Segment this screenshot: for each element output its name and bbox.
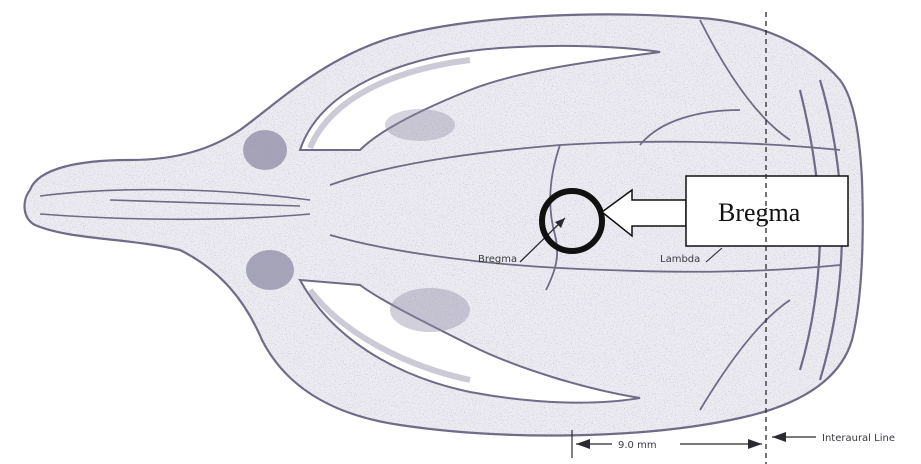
interaural-label-group: Interaural Line xyxy=(772,432,895,444)
callout-label: Bregma xyxy=(718,198,801,227)
bregma-small-label: Bregma xyxy=(478,254,517,265)
interaural-label: Interaural Line xyxy=(822,433,895,444)
lambda-small-label: Lambda xyxy=(660,254,700,265)
distance-label: 9.0 mm xyxy=(618,440,657,451)
